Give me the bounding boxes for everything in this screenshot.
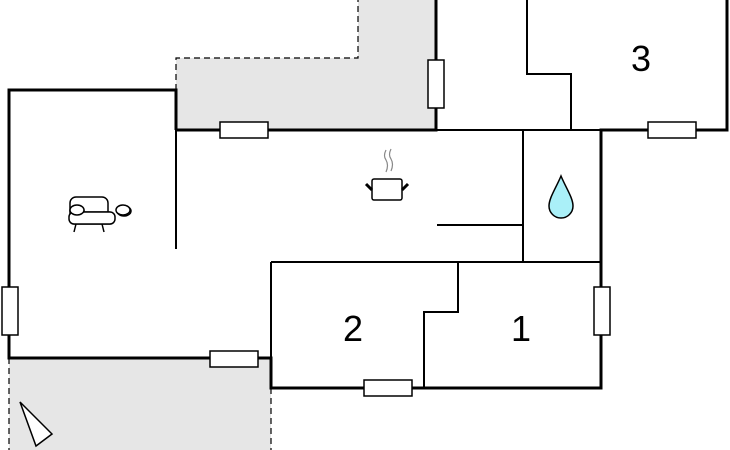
- interior-walls: [175, 0, 601, 388]
- window: [427, 59, 445, 109]
- cooking-pot-icon: [364, 148, 410, 201]
- room-label-1: 1: [511, 308, 531, 349]
- windows: [1, 59, 697, 397]
- terrace-bottom: [8, 358, 272, 450]
- terrace-top: [175, 0, 436, 130]
- compass-north-icon: [19, 401, 54, 448]
- window: [219, 121, 269, 139]
- window: [647, 121, 697, 139]
- water-drop-icon: [548, 174, 574, 219]
- room-label-3: 3: [631, 38, 651, 79]
- window: [209, 350, 259, 368]
- window: [593, 286, 611, 336]
- window: [363, 379, 413, 397]
- sofa-icon: [68, 196, 132, 233]
- window: [1, 286, 19, 336]
- room-label-2: 2: [343, 308, 363, 349]
